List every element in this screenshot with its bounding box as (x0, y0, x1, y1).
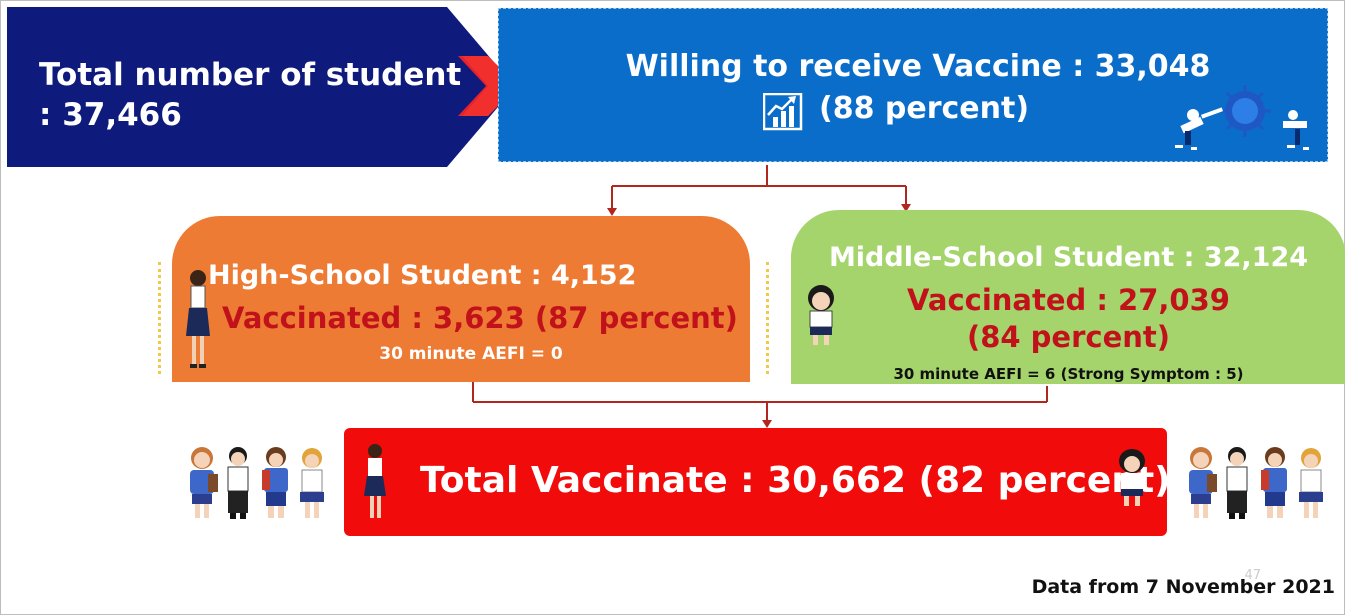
willing-vaccine-box: Willing to receive Vaccine : 33,048 (88 … (498, 8, 1328, 162)
total-students-label: Total number of student (39, 57, 462, 93)
student-group-illustration (1189, 447, 1323, 519)
page-number: 47 (1244, 568, 1261, 583)
student-girl-icon (186, 270, 210, 368)
middle-school-aefi: 30 minute AEFI = 6 (Strong Symptom : 5) (893, 365, 1244, 383)
decorative-dotted-line (766, 262, 769, 374)
high-school-vaccinated: Vaccinated : 3,623 (87 percent) (222, 301, 738, 335)
willing-vaccine-label: Willing to receive Vaccine : 33,048 (625, 49, 1211, 84)
high-school-title: High-School Student : 4,152 (208, 260, 637, 291)
decorative-dotted-line (158, 262, 161, 374)
student-boy-icon (1119, 449, 1145, 506)
total-students-value: : 37,466 (39, 97, 182, 133)
willing-vaccine-percent: (88 percent) (819, 91, 1030, 126)
student-group-illustration (190, 447, 324, 519)
growth-chart-icon (763, 93, 803, 131)
middle-school-card: Middle-School Student : 32,124 Vaccinate… (791, 210, 1345, 384)
student-girl-icon (364, 444, 386, 518)
student-boy-icon (808, 285, 834, 345)
total-students-box: Total number of student : 37,466 (7, 7, 515, 167)
middle-school-vaccinated: Vaccinated : 27,039 (907, 283, 1230, 317)
middle-school-title: Middle-School Student : 32,124 (828, 242, 1309, 273)
middle-school-percent: (84 percent) (966, 320, 1171, 354)
high-school-card: High-School Student : 4,152 Vaccinated :… (172, 216, 750, 382)
data-source-note: Data from 7 November 2021 (1031, 576, 1335, 598)
total-students-text: Total number of student : 37,466 (39, 55, 461, 135)
navy-chevron-shape (7, 7, 515, 167)
high-school-aefi: 30 minute AEFI = 0 (379, 344, 563, 364)
total-vaccinated-box: Total Vaccinate : 30,662 (82 percent) (344, 428, 1171, 536)
total-vaccinated-text: Total Vaccinate : 30,662 (82 percent) (420, 460, 1171, 501)
vaccine-illustration-icon (1175, 85, 1309, 150)
